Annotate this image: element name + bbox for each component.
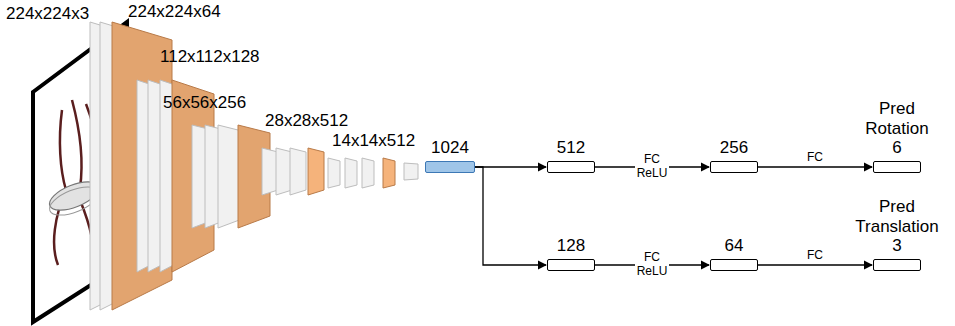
edge-label: FC xyxy=(805,249,825,263)
layer-slab xyxy=(362,158,374,188)
layer-slab xyxy=(404,163,418,180)
fc-layer: 256 xyxy=(704,138,764,173)
output-layer: Pred Rotation6 xyxy=(849,99,945,173)
layer-dimension: 14x14x512 xyxy=(332,131,415,151)
output-title: Pred Translation xyxy=(849,197,945,236)
layer-dimension: 56x56x256 xyxy=(163,93,246,113)
layer-box xyxy=(710,161,758,173)
layer-box xyxy=(547,259,595,271)
layer-slab xyxy=(345,158,357,188)
output-title: Pred Rotation xyxy=(849,99,945,138)
layer-slab xyxy=(290,148,306,195)
layer-dimension: 224x224x64 xyxy=(128,2,221,22)
layer-box xyxy=(425,161,475,173)
layer-box xyxy=(547,161,595,173)
layer-dimension: 112x112x128 xyxy=(160,47,260,67)
fc-layer: 128 xyxy=(541,236,601,271)
layer-dimension: 224x224x3 xyxy=(6,4,89,24)
layer-box xyxy=(873,161,921,173)
layer-slab xyxy=(328,158,340,188)
layer-slab xyxy=(383,158,395,188)
layer-box xyxy=(710,259,758,271)
layer-size: 256 xyxy=(720,138,748,158)
edge-label: FC ReLU xyxy=(635,153,670,181)
edge-label: FC xyxy=(805,151,825,165)
feature-vector: 1024 xyxy=(420,138,480,173)
edge-label: FC ReLU xyxy=(635,251,670,279)
fc-layer: 64 xyxy=(704,236,764,271)
connector-arrow xyxy=(758,166,872,167)
layer-size: 6 xyxy=(892,138,901,158)
layer-size: 512 xyxy=(557,138,585,158)
connector-arrow xyxy=(475,166,546,167)
layer-size: 128 xyxy=(557,236,585,256)
layer-slab xyxy=(308,148,324,195)
layer-size: 1024 xyxy=(431,138,469,158)
conv-layers xyxy=(90,22,418,310)
layer-dimension: 28x28x512 xyxy=(265,111,348,131)
output-layer: Pred Translation3 xyxy=(849,197,945,271)
layer-size: 64 xyxy=(725,236,744,256)
fc-layer: 512 xyxy=(541,138,601,173)
layer-box xyxy=(873,259,921,271)
connector-arrow xyxy=(475,167,546,265)
layer-size: 3 xyxy=(892,236,901,256)
connector-arrow xyxy=(758,264,872,265)
